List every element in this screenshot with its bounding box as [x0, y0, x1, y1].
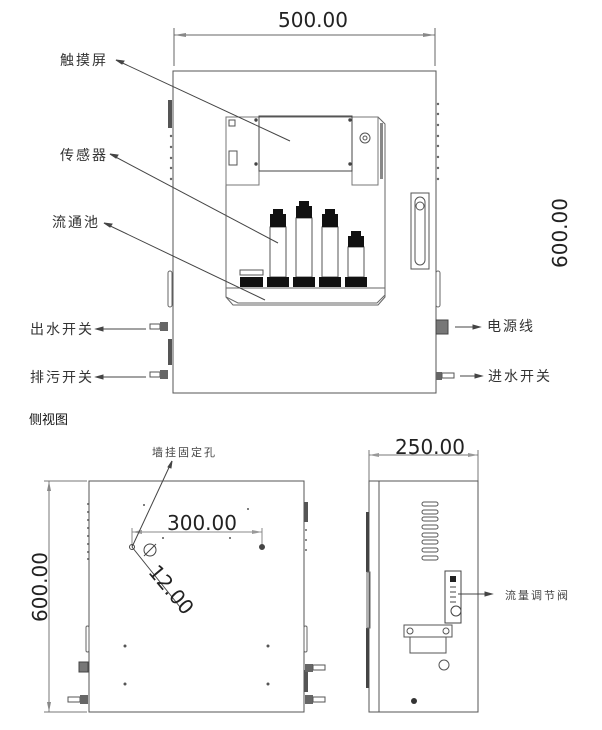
- power-cable-callout: 电源线: [487, 319, 535, 335]
- hole-spacing-dimension: 300.00: [167, 511, 237, 535]
- outlet-switch-callout: 出水开关: [30, 322, 94, 338]
- sensors: [239, 201, 367, 287]
- drain-switch-callout: 排污开关: [30, 370, 94, 386]
- back-view: [44, 460, 326, 713]
- touchscreen-callout: 触摸屏: [60, 53, 108, 69]
- front-width-dimension: 500.00: [278, 8, 348, 32]
- side-depth-dimension: 250.00: [395, 435, 465, 459]
- mount-hole-callout: 墙挂固定孔: [152, 446, 217, 459]
- front-view: [94, 28, 484, 394]
- flow-cell-callout: 流通池: [52, 215, 100, 231]
- side-view: [366, 450, 494, 713]
- flow-valve-callout: 流量调节阀: [505, 589, 570, 602]
- side-view-title: 侧视图: [29, 413, 69, 428]
- sensor-callout: 传感器: [60, 148, 108, 164]
- back-height-dimension: 600.00: [28, 552, 52, 622]
- front-height-dimension: 600.00: [548, 198, 572, 268]
- inlet-switch-callout: 进水开关: [488, 369, 552, 385]
